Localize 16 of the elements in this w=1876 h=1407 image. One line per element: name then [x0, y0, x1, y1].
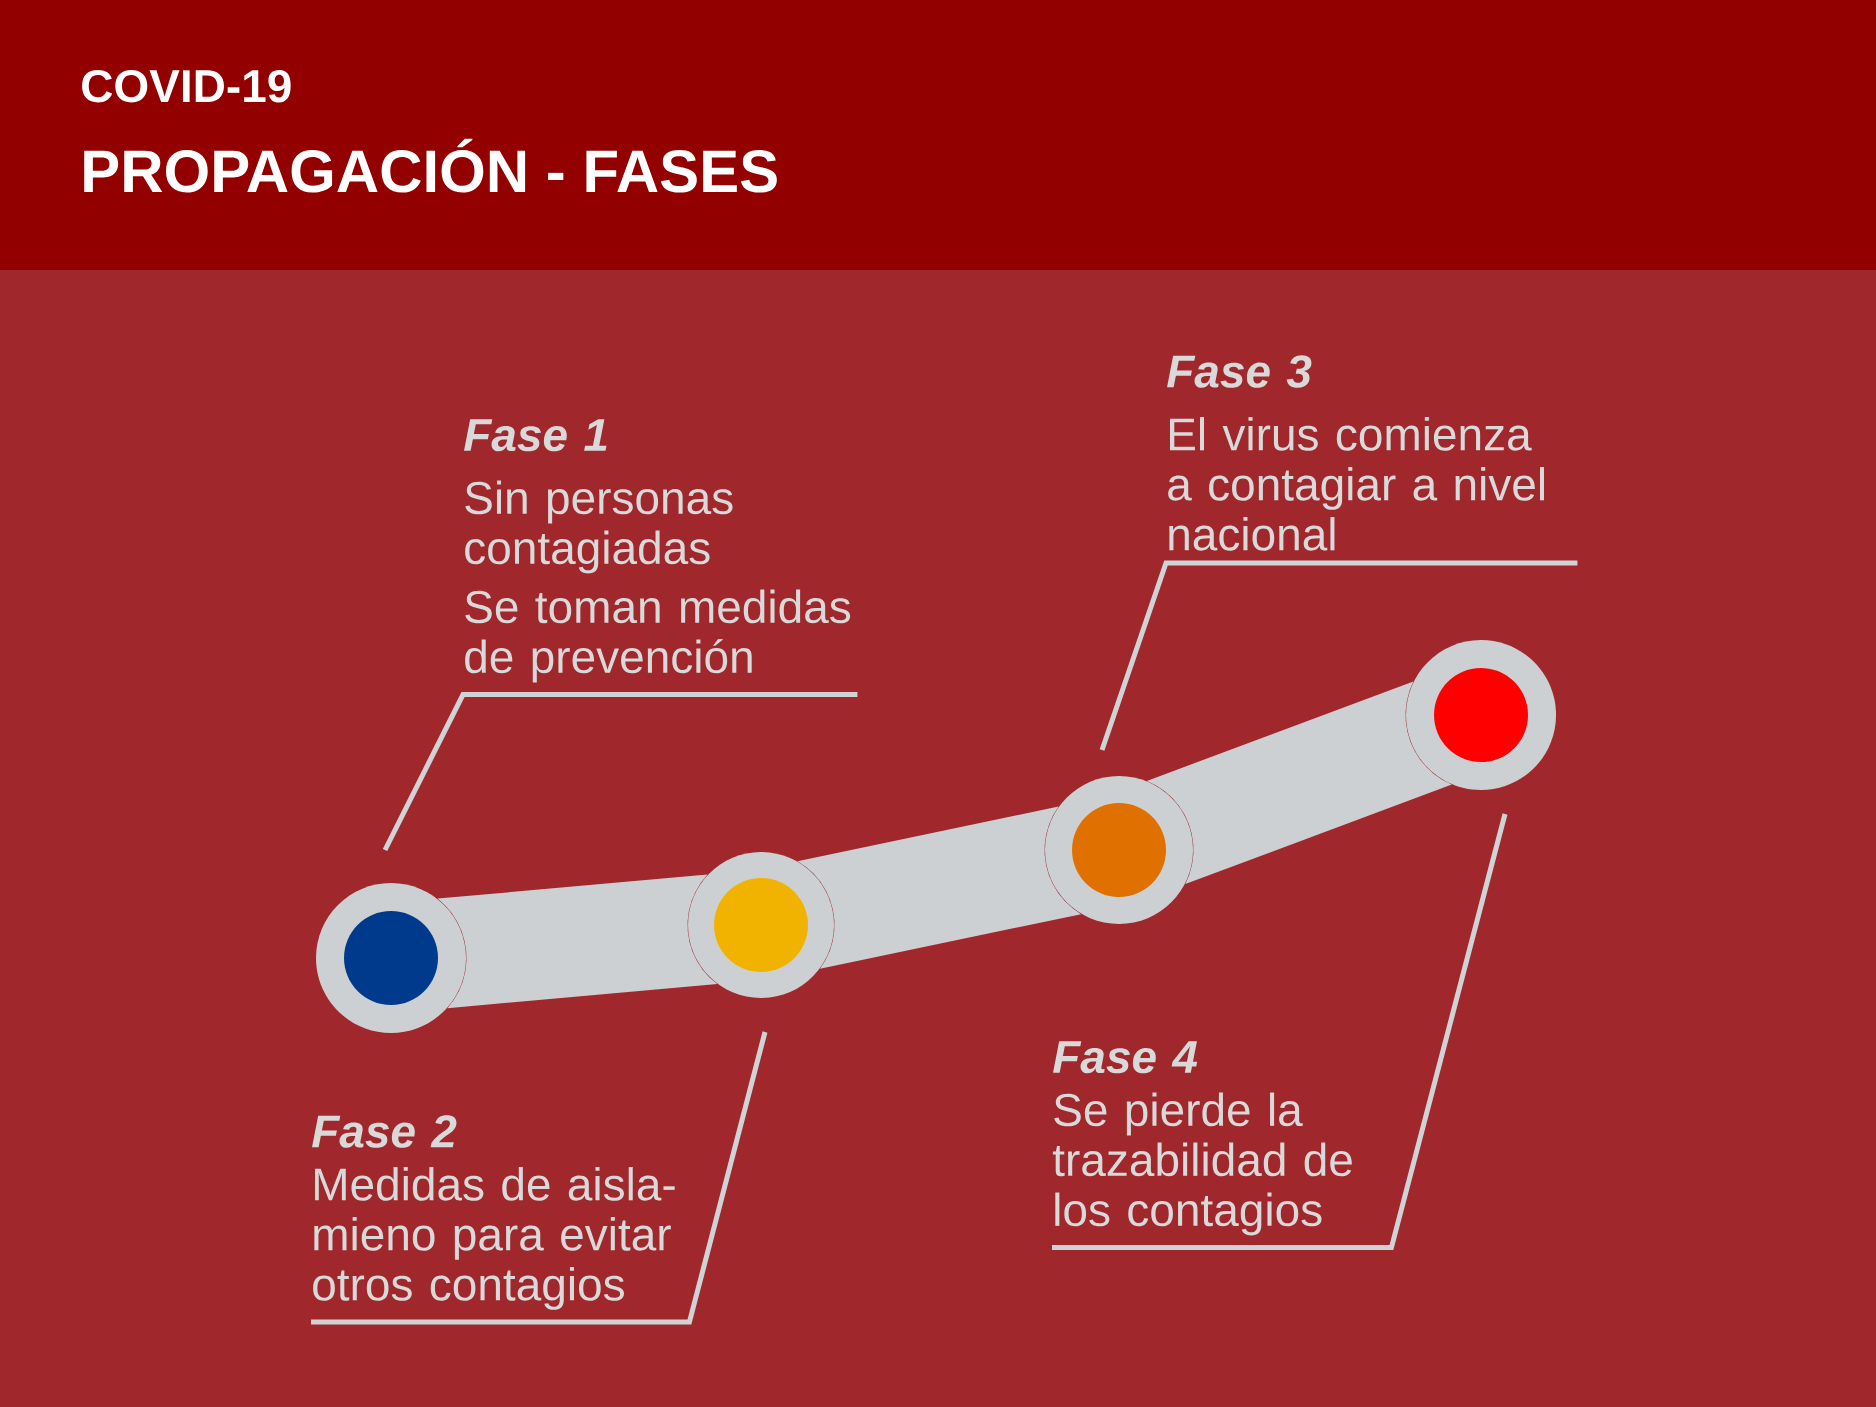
leader-line: [382, 692, 858, 852]
phase-text: Fase 1 Sin personas contagiadas Se toman medidas de prevención: [464, 419, 851, 683]
phase-text: Fase 3 El virus comienza a contagiar a nivel nacional: [1167, 355, 1544, 551]
leader-line: [1052, 813, 1508, 1251]
timeline-band: [1146, 681, 1452, 884]
phase-text: Fase 2 Medidas de aisla- mieno para evitar otros contagios: [312, 1115, 675, 1310]
leader-line: [1099, 560, 1578, 751]
title: COVID-19: [82, 69, 291, 103]
timeline-band: [437, 874, 718, 1009]
phase-dot: [1406, 640, 1556, 790]
phase-text: Fase 4 Se pierde la trazabilidad de los contagios: [1052, 1041, 1352, 1236]
timeline-band: [797, 806, 1082, 969]
subtitle: PROPAGACIÓN - FASES: [84, 138, 777, 193]
leader-line: [311, 1031, 768, 1325]
phase-dot: [688, 852, 834, 998]
phase-dot: [316, 883, 466, 1033]
